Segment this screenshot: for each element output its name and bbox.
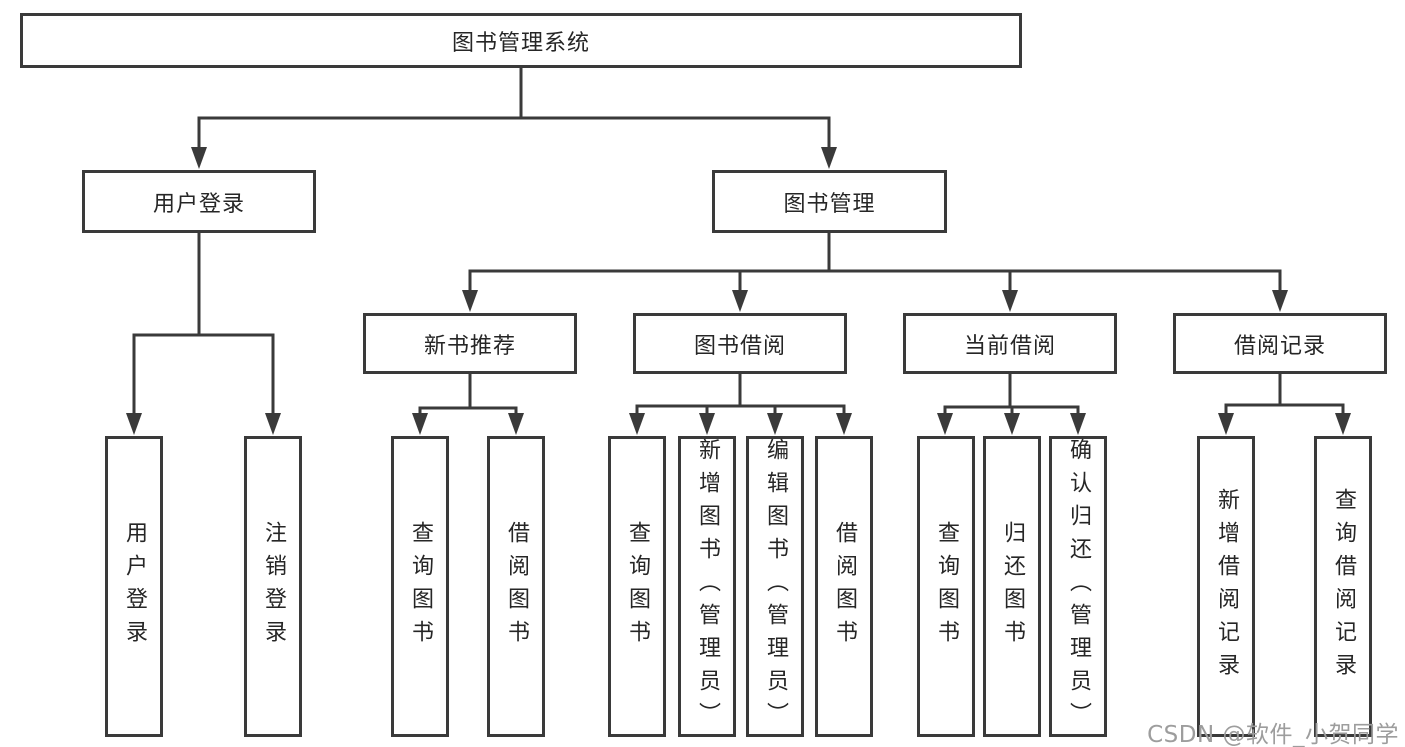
leaf-query-borrow-record: 查询借阅记录 bbox=[1314, 436, 1372, 737]
arrowhead-to-book-borrow bbox=[732, 290, 748, 312]
leaf-user-login: 用户登录 bbox=[105, 436, 163, 737]
node-user-login: 用户登录 bbox=[82, 170, 316, 233]
arrowhead-to-leaf-confirm-return-admin bbox=[1070, 413, 1086, 435]
leaf-add-borrow-record: 新增借阅记录 bbox=[1197, 436, 1255, 737]
arrowhead-to-current-borrow bbox=[1002, 290, 1018, 312]
edges-root-to-level2 bbox=[191, 64, 837, 169]
node-book-management: 图书管理 bbox=[712, 170, 947, 233]
edges-borrow-records-to-leaves bbox=[1218, 370, 1351, 435]
arrowhead-to-leaf-query-borrow-record bbox=[1335, 413, 1351, 435]
arrowhead-to-leaf-user-login bbox=[126, 413, 142, 435]
edges-current-borrow-to-leaves bbox=[937, 370, 1086, 435]
edges-book-borrow-to-leaves bbox=[629, 370, 852, 435]
arrowhead-to-leaf-add-book-admin bbox=[699, 413, 715, 435]
node-borrow-records: 借阅记录 bbox=[1173, 313, 1387, 374]
arrowhead-to-leaf-edit-book-admin bbox=[767, 413, 783, 435]
node-book-borrow: 图书借阅 bbox=[633, 313, 847, 374]
edges-user-login-to-leaves bbox=[126, 229, 281, 435]
arrowhead-to-leaf-borrow-books-borrow bbox=[836, 413, 852, 435]
leaf-borrow-books-borrow: 借阅图书 bbox=[815, 436, 873, 737]
leaf-borrow-books-recommend: 借阅图书 bbox=[487, 436, 545, 737]
arrowhead-to-borrow-records bbox=[1272, 290, 1288, 312]
leaf-confirm-return-admin: 确认归还（管理员） bbox=[1049, 436, 1107, 737]
node-root: 图书管理系统 bbox=[20, 13, 1022, 68]
leaf-query-books-current: 查询图书 bbox=[917, 436, 975, 737]
arrowhead-to-leaf-query-books-borrow bbox=[629, 413, 645, 435]
arrowhead-to-leaf-return-book bbox=[1004, 413, 1020, 435]
leaf-return-book: 归还图书 bbox=[983, 436, 1041, 737]
arrowhead-to-user-login bbox=[191, 147, 207, 169]
arrowhead-to-leaf-query-books-recommend bbox=[412, 413, 428, 435]
leaf-edit-book-admin: 编辑图书（管理员） bbox=[746, 436, 804, 737]
arrowhead-to-book-management bbox=[821, 147, 837, 169]
arrowhead-to-new-book-recommend bbox=[462, 290, 478, 312]
node-new-book-recommend: 新书推荐 bbox=[363, 313, 577, 374]
watermark-text: CSDN @软件_小贺同学 bbox=[1147, 722, 1399, 747]
node-current-borrow: 当前借阅 bbox=[903, 313, 1117, 374]
leaf-query-books-recommend: 查询图书 bbox=[391, 436, 449, 737]
leaf-logout: 注销登录 bbox=[244, 436, 302, 737]
leaf-add-book-admin: 新增图书（管理员） bbox=[678, 436, 736, 737]
arrowhead-to-leaf-borrow-books-recommend bbox=[508, 413, 524, 435]
arrowhead-to-leaf-add-borrow-record bbox=[1218, 413, 1234, 435]
arrowhead-to-leaf-query-books-current bbox=[937, 413, 953, 435]
leaf-query-books-borrow: 查询图书 bbox=[608, 436, 666, 737]
arrowhead-to-leaf-logout bbox=[265, 413, 281, 435]
edges-new-book-recommend-to-leaves bbox=[412, 370, 524, 435]
edges-book-management-to-level3 bbox=[462, 229, 1288, 312]
